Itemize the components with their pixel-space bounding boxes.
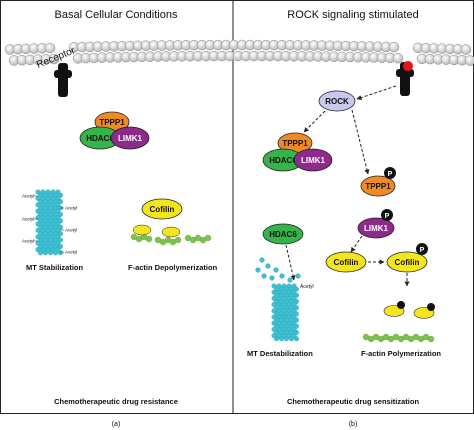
- mt-destabilization-caption: MT Destabilization: [247, 349, 313, 358]
- limk1-protein: LIMK1: [110, 126, 150, 150]
- phospho-badge-cofilin: P: [416, 243, 428, 255]
- svg-text:P: P: [388, 171, 393, 178]
- svg-text:P: P: [385, 213, 390, 220]
- cofilin-released-2: [413, 303, 435, 319]
- phospho-badge-tppp1: P: [384, 167, 396, 179]
- right-outcome-text: Chemotherapeutic drug sensitization: [287, 397, 420, 406]
- rock-protein: ROCK: [318, 90, 356, 112]
- svg-text:HDAC6: HDAC6: [269, 230, 297, 239]
- microtubule-destabilizing: [255, 257, 301, 342]
- svg-text:P: P: [420, 247, 425, 254]
- svg-text:Acetyl: Acetyl: [65, 206, 77, 211]
- svg-text:Acetyl: Acetyl: [22, 194, 34, 199]
- receptor-left: [54, 63, 72, 97]
- cell-membrane: [4, 39, 474, 66]
- arrow-rock-to-complex: [303, 110, 326, 133]
- microtubule-stable: [35, 189, 63, 256]
- svg-text:TPPP1: TPPP1: [282, 139, 308, 148]
- panel-letter-b: (b): [349, 421, 358, 428]
- svg-text:ROCK: ROCK: [325, 97, 349, 106]
- cofilin-phosphorylated: Cofilin: [386, 251, 428, 273]
- svg-text:Acetyl: Acetyl: [65, 228, 77, 233]
- panel-letter-a: (a): [112, 421, 121, 428]
- svg-text:TPPP1: TPPP1: [365, 182, 391, 191]
- f-actin-polymer: [362, 333, 435, 343]
- svg-text:LIMK1: LIMK1: [301, 156, 326, 165]
- tppp1-phosphorylated: TPPP1: [360, 175, 396, 197]
- arrow-limk1-to-cofilin: [350, 235, 363, 253]
- cofilin-protein: Cofilin: [141, 198, 183, 220]
- factin-depolymerization-caption: F-actin Depolymerization: [128, 263, 218, 272]
- arrow-rock-to-tppp1: [351, 109, 370, 175]
- arrow-receptor-to-rock: [356, 85, 397, 100]
- svg-text:Acetyl: Acetyl: [22, 217, 34, 222]
- hdac6-protein: HDAC6: [79, 126, 121, 150]
- limk1-protein-complex: LIMK1: [293, 148, 333, 172]
- svg-text:Cofilin: Cofilin: [150, 205, 175, 214]
- arrow-hdac6-deacetylation: [285, 244, 296, 281]
- phospho-badge-limk1: P: [381, 209, 393, 221]
- svg-text:LIMK1: LIMK1: [118, 134, 143, 143]
- ligand-dot: [403, 61, 413, 71]
- mt-stabilization-caption: MT Stabilization: [26, 263, 84, 272]
- acetyl-label-right: Acetyl: [300, 284, 314, 290]
- left-panel-title: Basal Cellular Conditions: [55, 9, 178, 21]
- right-panel-title: ROCK signaling stimulated: [287, 9, 418, 21]
- svg-text:Acetyl: Acetyl: [22, 239, 34, 244]
- limk1-phosphorylated: LIMK1: [357, 217, 395, 239]
- cofilin-released-1: [383, 301, 405, 317]
- svg-text:HDAC6: HDAC6: [86, 134, 114, 143]
- left-outcome-text: Chemotherapeutic drug resistance: [54, 397, 178, 406]
- svg-text:HDAC6: HDAC6: [269, 156, 297, 165]
- svg-text:Cofilin: Cofilin: [334, 258, 359, 267]
- cofilin-protein-right: Cofilin: [325, 251, 367, 273]
- svg-text:Cofilin: Cofilin: [395, 258, 420, 267]
- svg-text:Acetyl: Acetyl: [65, 250, 77, 255]
- svg-text:TPPP1: TPPP1: [99, 118, 125, 127]
- factin-polymerization-caption: F-actin Polymerization: [361, 349, 441, 358]
- svg-text:LIMK1: LIMK1: [364, 224, 389, 233]
- f-actin-fragments: [130, 224, 212, 246]
- hdac6-protein-free: HDAC6: [262, 223, 304, 245]
